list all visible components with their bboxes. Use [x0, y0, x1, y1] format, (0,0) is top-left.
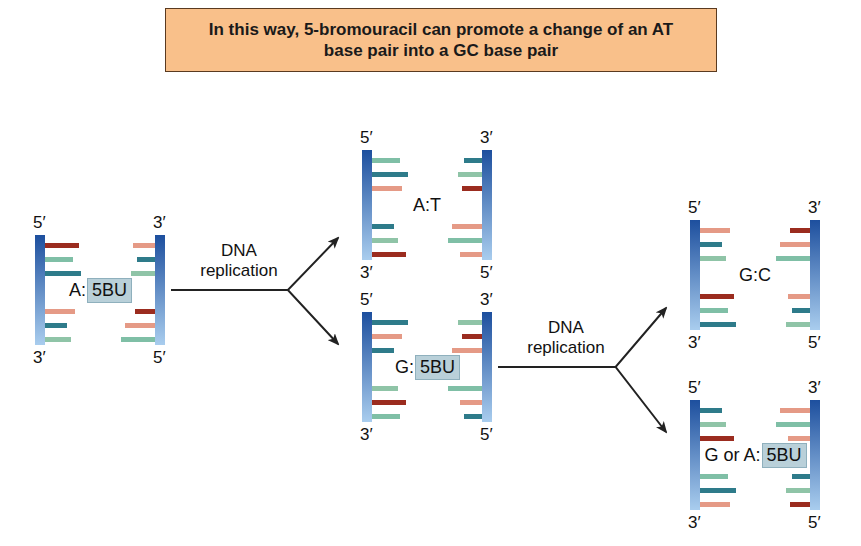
base-pair-text: 5BU — [419, 357, 456, 377]
replication-arrow — [498, 308, 666, 367]
strand-end-label: 5′ — [480, 263, 493, 283]
strand-end-label: 3′ — [480, 128, 493, 148]
base-pair-text: G:C — [738, 265, 772, 286]
base-pair-text: G or A: — [703, 445, 761, 466]
strand-end-label: 3′ — [688, 333, 701, 353]
base-pair-text: G: — [394, 357, 415, 378]
base-pair-text: 5BU — [766, 445, 803, 465]
base-pair-text: 5BU — [91, 280, 128, 300]
bromouracil-box: 5BU — [87, 278, 132, 303]
base-pair-text: A: — [68, 280, 87, 301]
strand-end-label: 3′ — [808, 378, 821, 398]
base-pair-row: G:C — [690, 220, 820, 330]
strand-end-label: 3′ — [808, 198, 821, 218]
strand-end-label: 5′ — [808, 513, 821, 533]
strand-end-label: 5′ — [360, 128, 373, 148]
replication-arrow — [498, 367, 666, 432]
edge-label: DNA replication — [512, 317, 620, 359]
title-text: In this way, 5-bromouracil can promote a… — [206, 19, 676, 61]
strand-end-label: 5′ — [33, 213, 46, 233]
strand-end-label: 3′ — [360, 263, 373, 283]
strand-end-label: 5′ — [360, 290, 373, 310]
base-pair-row: A:5BU — [35, 235, 165, 345]
strand-end-label: 5′ — [480, 425, 493, 445]
strand-end-label: 5′ — [153, 348, 166, 368]
base-pair-row: A:T — [362, 150, 492, 260]
dna-duplex: G or A:5BU — [690, 400, 820, 510]
edge-label: DNA replication — [185, 240, 293, 282]
replication-arrow — [171, 238, 338, 290]
base-pair-row: G or A:5BU — [690, 400, 820, 510]
strand-end-label: 3′ — [153, 213, 166, 233]
dna-duplex: A:T — [362, 150, 492, 260]
replication-arrow — [171, 290, 338, 344]
strand-end-label: 3′ — [33, 348, 46, 368]
base-pair-text: A:T — [412, 195, 442, 216]
strand-end-label: 5′ — [808, 333, 821, 353]
strand-end-label: 5′ — [688, 378, 701, 398]
strand-end-label: 3′ — [360, 425, 373, 445]
dna-duplex: A:5BU — [35, 235, 165, 345]
bromouracil-box: 5BU — [415, 355, 460, 380]
strand-end-label: 5′ — [688, 198, 701, 218]
dna-duplex: G:5BU — [362, 312, 492, 422]
dna-duplex: G:C — [690, 220, 820, 330]
base-pair-row: G:5BU — [362, 312, 492, 422]
strand-end-label: 3′ — [688, 513, 701, 533]
bromouracil-box: 5BU — [762, 443, 807, 468]
title-box: In this way, 5-bromouracil can promote a… — [165, 8, 717, 72]
strand-end-label: 3′ — [480, 290, 493, 310]
